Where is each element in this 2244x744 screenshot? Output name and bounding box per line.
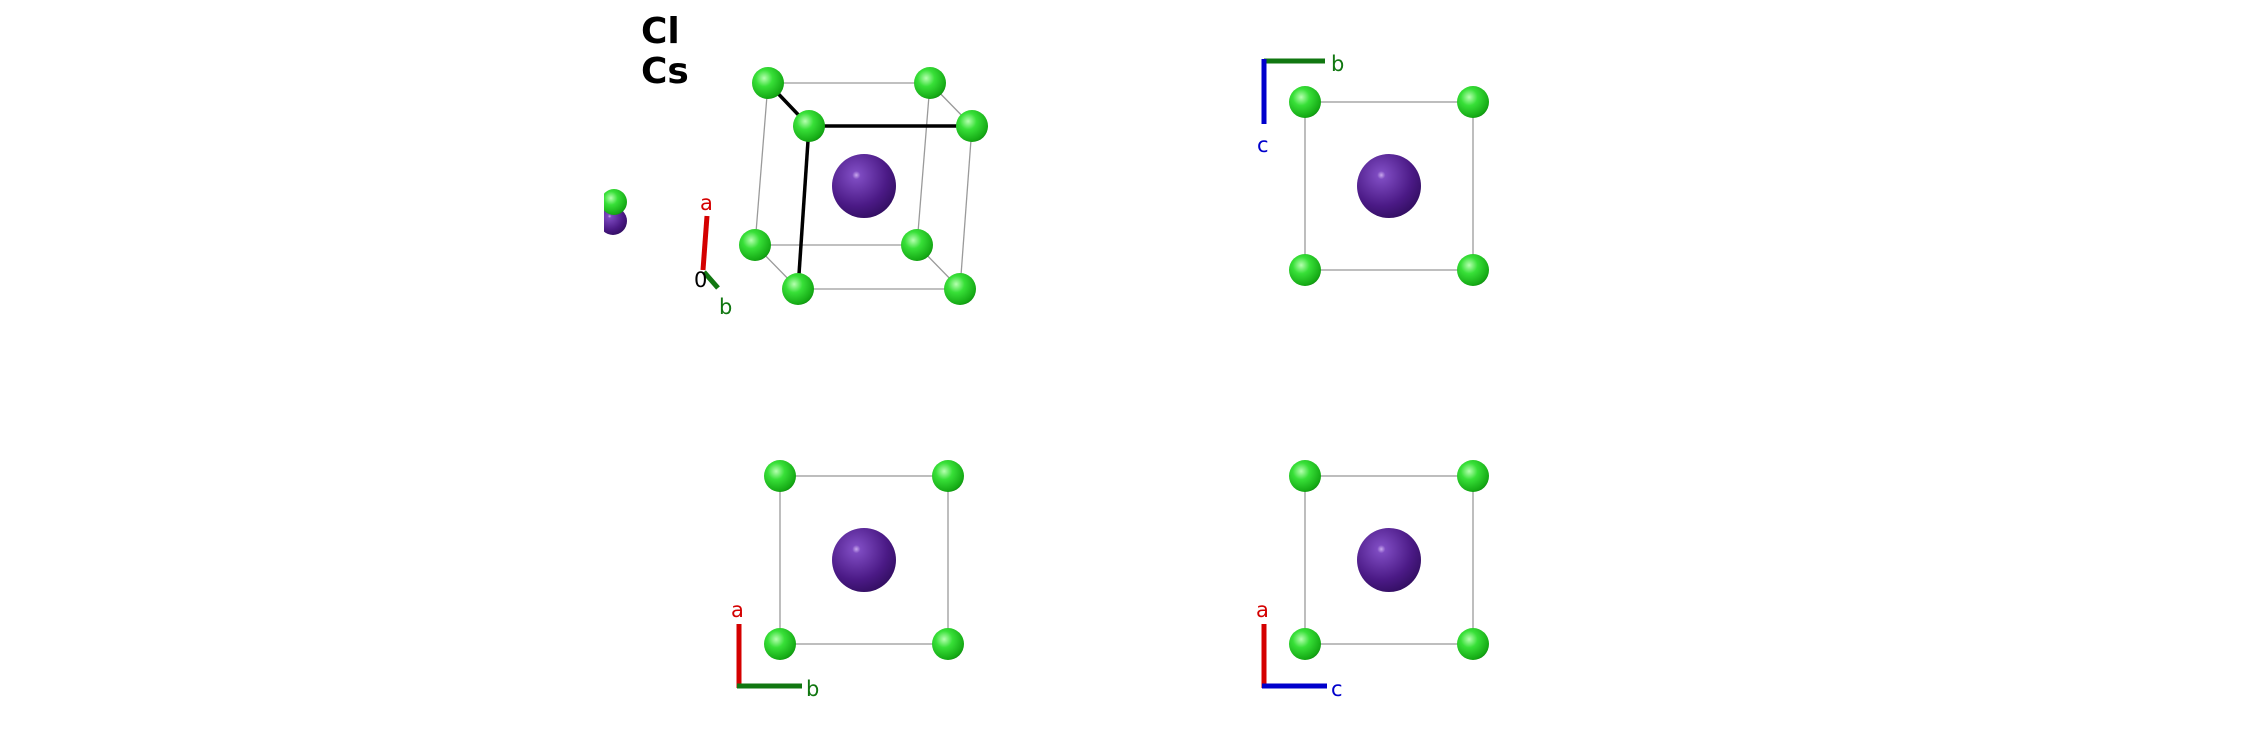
cl-atom: [782, 273, 814, 305]
legend-cs-atom: [599, 207, 627, 235]
cs-atom: [832, 154, 896, 218]
cs-atom: [832, 528, 896, 592]
a-axis-label: a: [1256, 598, 1269, 622]
a-axis-label: a: [731, 598, 744, 622]
view-along-b-axis-indicator: a c: [1256, 598, 1343, 701]
cl-atom: [932, 460, 964, 492]
cl-atom: [739, 229, 771, 261]
view-along-a-panel: b c: [1257, 52, 1489, 286]
unit-cell-outline: [1304, 475, 1474, 645]
b-axis-label: b: [719, 295, 732, 319]
cs-atom: [1357, 528, 1421, 592]
cl-atom: [901, 229, 933, 261]
c-axis-label: c: [1331, 677, 1343, 701]
a-axis-label: a: [700, 191, 713, 215]
view-along-c-panel: a b: [731, 460, 964, 701]
legend-label-cl: Cl: [641, 11, 680, 52]
view-along-c-axis-indicator: a b: [731, 598, 819, 701]
cl-atom: [956, 110, 988, 142]
cl-atom: [1457, 460, 1489, 492]
perspective-panel: a b 0: [694, 67, 988, 319]
b-axis-label: b: [1331, 52, 1344, 76]
cs-atom: [1357, 154, 1421, 218]
legend-label-cs: Cs: [641, 51, 689, 92]
legend-cl-atom: [601, 189, 627, 215]
cl-atom: [944, 273, 976, 305]
c-axis-label: c: [1257, 133, 1269, 157]
cl-atom: [764, 628, 796, 660]
unit-cell-outline: [779, 475, 949, 645]
legend-clip-mask: [580, 180, 604, 240]
view-along-b-panel: a c: [1256, 460, 1489, 701]
cl-atom: [1457, 254, 1489, 286]
b-axis-line: [702, 270, 720, 290]
cl-atom: [752, 67, 784, 99]
cl-atom: [914, 67, 946, 99]
cl-atom: [1289, 86, 1321, 118]
perspective-axis-indicator: a b 0: [694, 191, 732, 319]
legend: Cl Cs: [641, 11, 689, 92]
cl-atom: [1457, 86, 1489, 118]
cl-atom: [764, 460, 796, 492]
cl-atom: [1457, 628, 1489, 660]
origin-label: 0: [694, 268, 707, 292]
b-axis-label: b: [806, 677, 819, 701]
cl-atom: [1289, 628, 1321, 660]
cl-atom: [1289, 254, 1321, 286]
unit-cell-outline: [1304, 101, 1474, 271]
cl-atom: [1289, 460, 1321, 492]
view-along-a-axis-indicator: b c: [1257, 52, 1344, 157]
cl-atom: [932, 628, 964, 660]
cl-atom: [793, 110, 825, 142]
legend-atom-preview: [580, 180, 627, 240]
a-axis-line: [700, 215, 710, 271]
unit-cell-front-edges: [798, 125, 973, 290]
